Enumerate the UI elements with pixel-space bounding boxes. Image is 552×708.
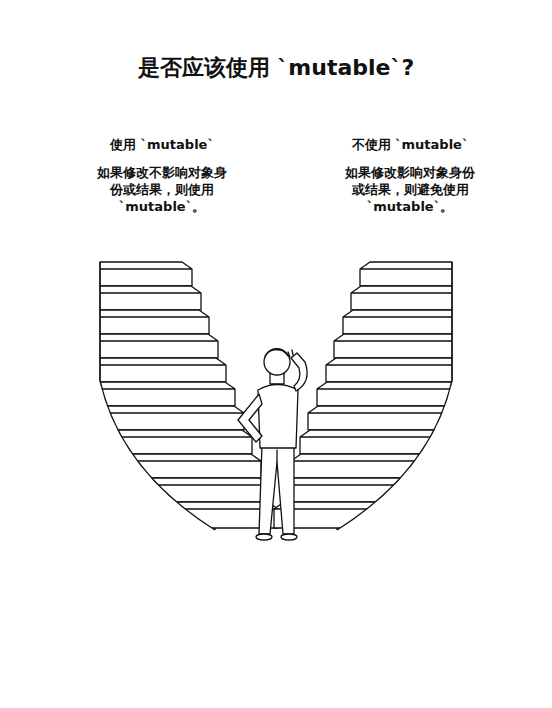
option-heading: 使用 `mutable` [62,136,262,153]
option-description: 如果修改影响对象身份或结果，则避免使用 `mutable`。 [339,164,481,215]
option-heading: 不使用 `mutable` [310,136,510,153]
option-description: 如果修改不影响对象身份或结果，则使用 `mutable`。 [91,164,233,215]
diagram-title: 是否应该使用 `mutable`? [16,54,536,82]
